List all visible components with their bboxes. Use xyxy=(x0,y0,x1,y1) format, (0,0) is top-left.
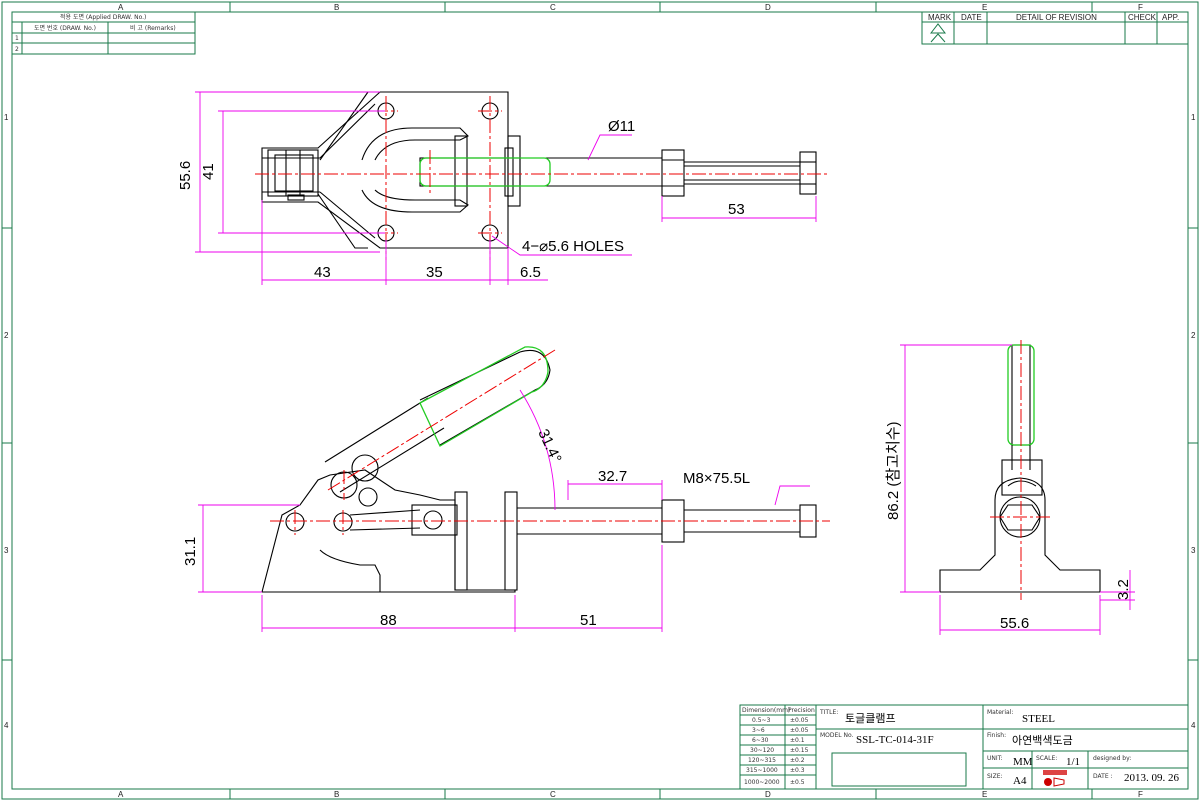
col-label: B xyxy=(334,3,339,12)
tol-value: ±0.15 xyxy=(790,747,809,754)
tol-header: Dimension(mm) xyxy=(742,707,790,714)
dim-51: 51 xyxy=(580,612,597,629)
dim-3-2: 3.2 xyxy=(1115,579,1132,600)
dim-88: 88 xyxy=(380,612,397,629)
side-view-dimensions: 31.1 88 51 32.7 M8×75.5L 31.4° xyxy=(182,427,750,629)
col-label: D xyxy=(765,3,771,12)
date-label: DATE : xyxy=(1093,773,1113,780)
tol-range: 30~120 xyxy=(750,747,774,754)
revision-triangle-icon xyxy=(929,23,947,43)
col-label: F xyxy=(1138,790,1143,799)
size-label: SIZE: xyxy=(987,773,1003,780)
end-view-dimensions: 86.2 (참고치수) 3.2 55.6 xyxy=(885,421,1132,632)
applied-table-header: 적용 도면 (Applied DRAW. No.) xyxy=(60,13,146,21)
tol-range: 120~315 xyxy=(748,757,776,764)
tol-value: ±0.3 xyxy=(790,767,805,774)
col-label: C xyxy=(550,790,556,799)
col-label: D xyxy=(765,790,771,799)
revision-header: APP. xyxy=(1162,13,1179,22)
tol-range: 315~1000 xyxy=(746,767,778,774)
revision-header: DETAIL OF REVISION xyxy=(1016,13,1097,22)
tol-value: ±0.05 xyxy=(790,717,809,724)
row-label: 2 xyxy=(4,331,9,340)
dim-35: 35 xyxy=(426,264,443,281)
projection-symbol-icon xyxy=(1043,770,1067,787)
title-label: TITLE: xyxy=(819,709,838,716)
tol-range: 1000~2000 xyxy=(744,779,780,786)
applied-drawing-table: 적용 도면 (Applied DRAW. No.) 도면 번호 (DRAW. N… xyxy=(11,11,196,55)
applied-row-num: 1 xyxy=(15,35,19,42)
col-label: B xyxy=(334,790,339,799)
size-value: A4 xyxy=(1013,775,1027,787)
finish-label: Finish: xyxy=(987,732,1006,739)
designed-label: designed by: xyxy=(1093,755,1131,762)
applied-table-col2: 비 고 (Remarks) xyxy=(130,24,176,32)
column-labels-top: A B C D E F xyxy=(118,3,1143,12)
row-label: 1 xyxy=(4,113,9,122)
applied-table-col1: 도면 번호 (DRAW. No.) xyxy=(34,24,96,32)
dim-6-5: 6.5 xyxy=(520,264,541,281)
revision-header: MARK xyxy=(928,13,952,22)
tolerance-rows: 0.5~3 ±0.05 3~6 ±0.05 6~30 ±0.1 30~120 ±… xyxy=(744,717,809,786)
row-label: 1 xyxy=(1191,113,1196,122)
dim-41: 41 xyxy=(200,163,217,180)
col-label: F xyxy=(1138,3,1143,12)
row-label: 3 xyxy=(4,546,9,555)
tol-value: ±0.5 xyxy=(790,779,805,786)
tol-range: 6~30 xyxy=(752,737,769,744)
dim-43: 43 xyxy=(314,264,331,281)
row-labels: 1 2 3 4 1 2 3 4 xyxy=(4,113,1196,730)
side-view xyxy=(198,346,830,632)
model-label: MODEL No. xyxy=(820,732,854,739)
tol-header: Precision xyxy=(788,707,815,714)
tol-value: ±0.2 xyxy=(790,757,805,764)
tolerance-table: Dimension(mm) Precision xyxy=(739,704,817,790)
row-label: 4 xyxy=(1191,721,1196,730)
tol-value: ±0.05 xyxy=(790,727,809,734)
dim-d11: Ø11 xyxy=(608,118,635,135)
dim-55-6-end: 55.6 xyxy=(1000,615,1029,632)
row-label: 4 xyxy=(4,721,9,730)
revision-header: CHECK xyxy=(1128,13,1157,22)
top-view xyxy=(195,91,830,285)
col-label: E xyxy=(982,790,987,799)
dim-angle: 31.4° xyxy=(534,427,564,466)
drawing-title: 토글클램프 xyxy=(845,712,896,725)
row-label: 2 xyxy=(1191,331,1196,340)
col-label: C xyxy=(550,3,556,12)
material-label: Material: xyxy=(987,709,1013,716)
tol-range: 0.5~3 xyxy=(752,717,771,724)
dim-31-1: 31.1 xyxy=(182,537,199,566)
material-value: STEEL xyxy=(1022,713,1055,725)
date-value: 2013. 09. 26 xyxy=(1124,772,1180,784)
column-labels-bottom: A B C D E F xyxy=(118,790,1143,799)
finish-value: 아연백색도금 xyxy=(1012,734,1073,747)
title-block: TITLE: 토글클램프 Material: STEEL MODEL No. S… xyxy=(815,704,1189,790)
model-value: SSL-TC-014-31F xyxy=(856,734,934,746)
unit-value: MM xyxy=(1013,756,1033,768)
dim-53: 53 xyxy=(728,201,745,218)
top-view-dimensions: 55.6 41 Ø11 53 4−⌀5.6 HOLES 43 35 6.5 xyxy=(177,118,745,281)
revision-header: DATE xyxy=(961,13,982,22)
dim-thread: M8×75.5L xyxy=(683,470,750,487)
unit-label: UNIT: xyxy=(987,755,1003,762)
dim-55-6: 55.6 xyxy=(177,161,194,190)
dim-32-7: 32.7 xyxy=(598,468,627,485)
revision-table: MARK DATE DETAIL OF REVISION CHECK APP. xyxy=(921,11,1189,45)
tol-value: ±0.1 xyxy=(790,737,805,744)
col-label: E xyxy=(982,3,987,12)
applied-row-num: 2 xyxy=(15,46,19,53)
tol-range: 3~6 xyxy=(752,727,765,734)
scale-value: 1/1 xyxy=(1066,756,1080,768)
col-label: A xyxy=(118,790,124,799)
row-label: 3 xyxy=(1191,546,1196,555)
col-label: A xyxy=(118,3,124,12)
dim-holes: 4−⌀5.6 HOLES xyxy=(522,238,624,255)
dim-height: 86.2 (참고치수) xyxy=(885,421,902,520)
end-view xyxy=(900,340,1135,635)
scale-label: SCALE: xyxy=(1036,755,1057,762)
